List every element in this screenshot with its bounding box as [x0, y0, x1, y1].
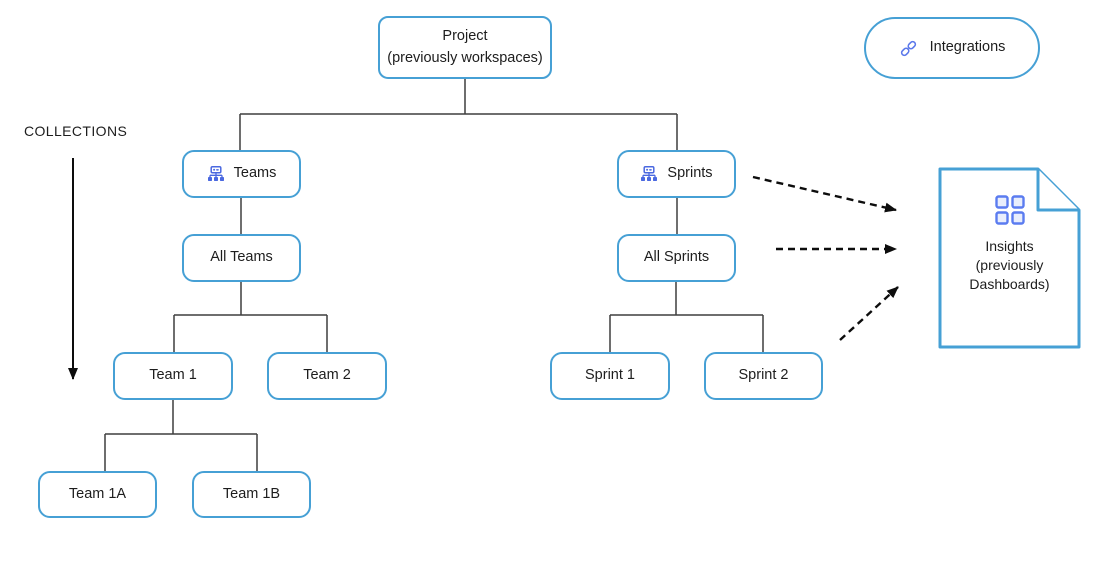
node-sprint1-label: Sprint 1: [585, 367, 635, 384]
org-chart-icon: [207, 166, 225, 182]
node-sprints: Sprints: [617, 150, 736, 198]
node-team1-label: Team 1: [149, 367, 197, 384]
connector-team1-split: [104, 400, 258, 471]
node-all-teams: All Teams: [182, 234, 301, 282]
arrow-sprint2-to-insights: [839, 286, 899, 341]
node-insights-line1: Insights: [985, 238, 1034, 254]
node-teams: Teams: [182, 150, 301, 198]
node-all-sprints: All Sprints: [617, 234, 736, 282]
dashed-arrows: [752, 175, 899, 341]
document-outline: [938, 167, 1081, 349]
link-icon: [899, 39, 918, 58]
connector-allteams-split: [173, 282, 328, 352]
tree-connectors: [104, 79, 764, 471]
node-team1a-label: Team 1A: [68, 485, 127, 502]
arrow-sprints-to-insights: [752, 175, 897, 213]
node-all-sprints-label: All Sprints: [643, 249, 710, 266]
node-project: Project (previously workspaces): [378, 16, 552, 79]
org-chart-icon: [640, 166, 658, 182]
node-project-subtitle: (previously workspaces): [387, 49, 543, 66]
node-insights-line2: (previously: [975, 257, 1044, 273]
node-teams-label: Teams: [233, 165, 277, 182]
node-sprint1: Sprint 1: [550, 352, 670, 400]
collections-label: COLLECTIONS: [24, 123, 128, 139]
node-insights: Insights (previously Dashboards): [940, 195, 1079, 294]
node-integrations-label: Integrations: [929, 39, 1006, 56]
insights-document-shape: [938, 167, 1081, 349]
node-sprint2: Sprint 2: [704, 352, 823, 400]
node-sprint2-label: Sprint 2: [738, 367, 789, 384]
connector-allsprints-split: [609, 282, 764, 352]
node-team1b-label: Team 1B: [222, 485, 281, 502]
node-team1: Team 1: [113, 352, 233, 400]
node-integrations: Integrations: [864, 17, 1040, 79]
node-all-teams-label: All Teams: [210, 249, 273, 266]
node-project-title: Project: [442, 28, 488, 45]
node-sprints-label: Sprints: [667, 165, 713, 182]
node-insights-line3: Dashboards): [969, 276, 1050, 292]
node-team1b: Team 1B: [192, 471, 311, 518]
document-fold-corner: [1036, 169, 1079, 212]
grid-icon: [994, 195, 1025, 230]
connector-project-split: [239, 79, 678, 150]
node-team2-label: Team 2: [303, 367, 351, 384]
node-team1a: Team 1A: [38, 471, 157, 518]
node-team2: Team 2: [267, 352, 387, 400]
